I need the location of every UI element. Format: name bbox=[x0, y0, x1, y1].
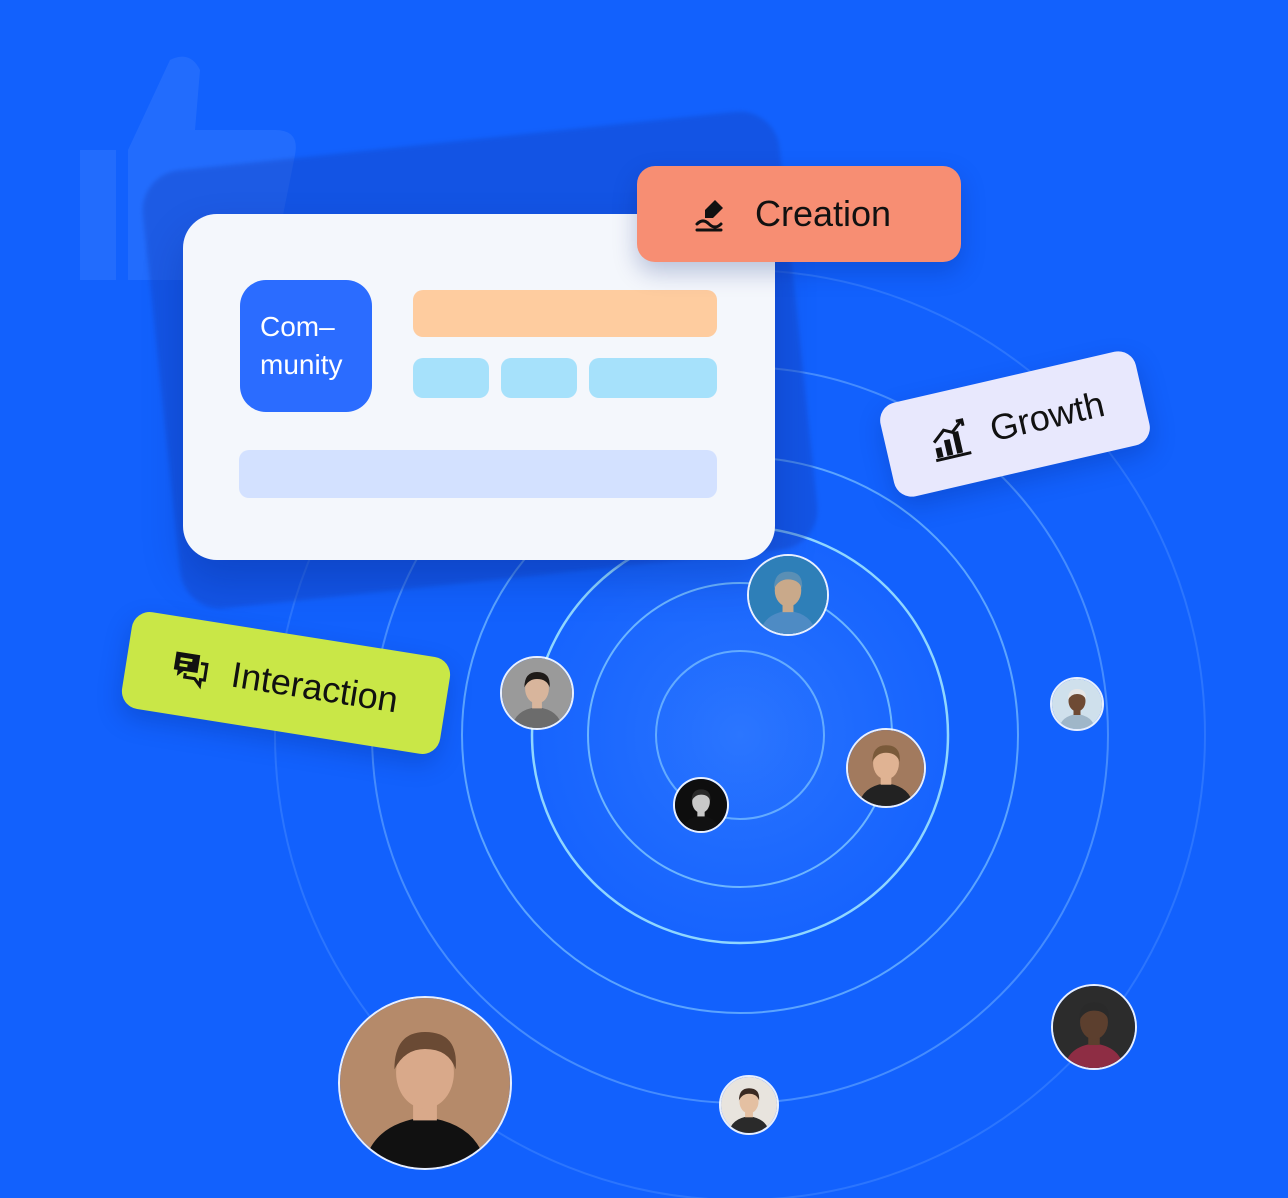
community-tile: Com– munity bbox=[240, 280, 372, 412]
avatar-man-sepia[interactable] bbox=[338, 996, 512, 1170]
placeholder-chip bbox=[501, 358, 577, 398]
community-card: Com– munity bbox=[183, 214, 775, 560]
avatar-man-sepia-portrait bbox=[340, 998, 510, 1168]
community-label: Com– munity bbox=[260, 311, 343, 380]
creation-label: Creation bbox=[755, 193, 892, 234]
placeholder-chip bbox=[413, 358, 489, 398]
avatar-young-man[interactable] bbox=[500, 656, 574, 730]
creation-tag: Creation bbox=[637, 166, 961, 262]
avatar-woman-dark-hair-portrait bbox=[721, 1077, 777, 1133]
avatar-hooded-woman-portrait bbox=[749, 556, 827, 634]
chat-bubbles-icon bbox=[173, 651, 209, 690]
avatar-woman-braids[interactable] bbox=[1050, 677, 1104, 731]
avatar-woman-short-hair-portrait bbox=[848, 730, 924, 806]
bar-chart-growth-icon bbox=[932, 418, 972, 463]
avatar-woman-braids-portrait bbox=[1052, 679, 1102, 729]
interaction-tag: Interaction bbox=[119, 609, 453, 757]
avatar-man-glasses-portrait bbox=[1053, 986, 1135, 1068]
interaction-label: Interaction bbox=[228, 653, 402, 721]
growth-tag: Growth bbox=[876, 347, 1154, 501]
avatar-man-glasses[interactable] bbox=[1051, 984, 1137, 1070]
avatar-woman-short-hair[interactable] bbox=[846, 728, 926, 808]
avatar-man-bw[interactable] bbox=[673, 777, 729, 833]
placeholder-bar-title bbox=[413, 290, 717, 337]
avatar-young-man-portrait bbox=[502, 658, 572, 728]
avatar-hooded-woman[interactable] bbox=[747, 554, 829, 636]
avatar-man-bw-portrait bbox=[675, 779, 727, 831]
placeholder-chip bbox=[589, 358, 717, 398]
growth-label: Growth bbox=[985, 383, 1109, 450]
placeholder-bar-footer bbox=[239, 450, 717, 498]
pen-icon bbox=[695, 200, 723, 232]
avatar-woman-dark-hair[interactable] bbox=[719, 1075, 779, 1135]
